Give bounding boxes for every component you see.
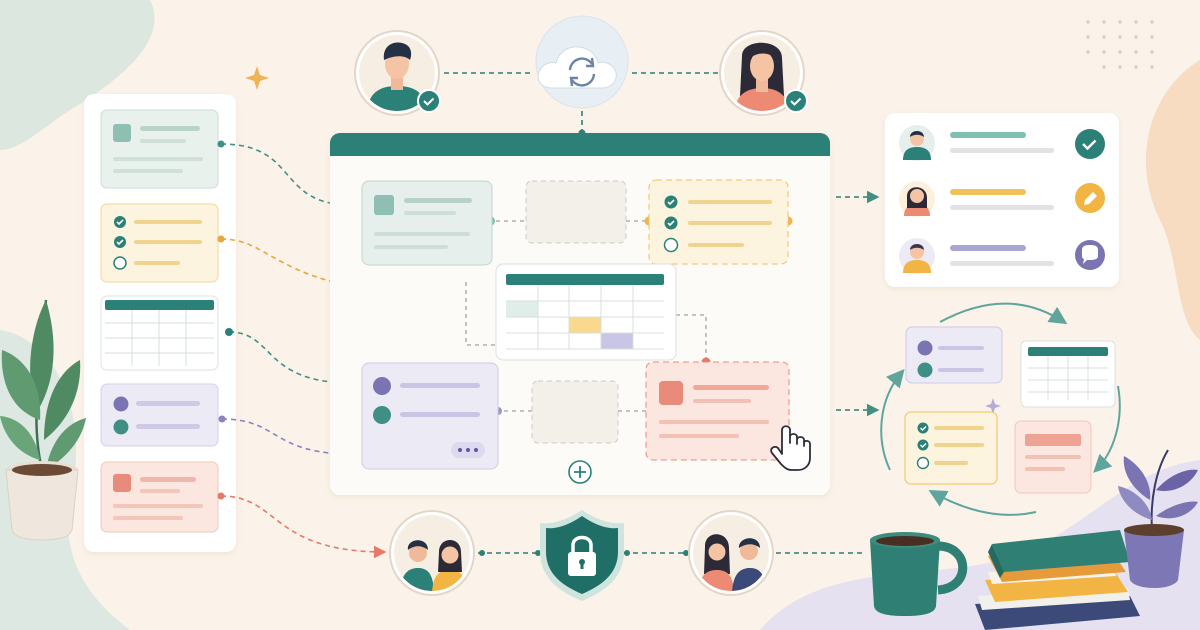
checklist-card[interactable] xyxy=(100,203,219,283)
activity-status-panel xyxy=(885,113,1119,287)
hand-pointer-icon xyxy=(770,425,811,471)
list-card[interactable] xyxy=(100,383,219,447)
coffee-mug-decor xyxy=(870,532,968,616)
status-row-editing xyxy=(899,181,1105,217)
sparkle-icon xyxy=(985,398,1001,414)
sparkle-icon xyxy=(245,66,269,90)
ellipsis-icon xyxy=(458,448,462,452)
connectors xyxy=(220,72,880,559)
board-table-card[interactable] xyxy=(495,263,677,361)
cycle-list-card[interactable] xyxy=(905,326,1003,384)
check-icon xyxy=(423,97,435,106)
note-card[interactable] xyxy=(100,109,219,189)
status-row-commenting xyxy=(899,238,1105,274)
board-list-card[interactable] xyxy=(361,362,499,470)
board-note-card[interactable] xyxy=(361,180,493,266)
board-text-card[interactable] xyxy=(645,361,790,461)
user-avatar-man xyxy=(354,30,441,116)
shared-workspace-board xyxy=(330,133,830,495)
team-avatar-group-left xyxy=(389,510,475,596)
iteration-cycle xyxy=(880,302,1121,516)
small-plant-decor xyxy=(1118,449,1198,588)
cloud-sync-icon xyxy=(535,15,629,109)
check-circle-icon[interactable] xyxy=(1075,129,1105,159)
shield-lock-icon xyxy=(540,510,624,601)
empty-slot[interactable] xyxy=(531,380,619,444)
status-row-approved xyxy=(899,125,1105,161)
cycle-text-card[interactable] xyxy=(1014,420,1092,494)
plus-icon xyxy=(574,466,586,478)
cycle-checklist-card[interactable] xyxy=(904,411,998,485)
book-stack-decor xyxy=(975,530,1140,630)
board-checklist-card[interactable] xyxy=(648,179,789,265)
cycle-table-card[interactable] xyxy=(1020,340,1116,408)
text-card[interactable] xyxy=(100,461,219,533)
potted-plant-decor xyxy=(0,299,86,541)
table-card[interactable] xyxy=(100,295,219,371)
team-avatar-group-right xyxy=(688,510,774,596)
add-card-button[interactable] xyxy=(568,460,592,484)
user-avatar-woman xyxy=(719,30,808,116)
check-icon xyxy=(790,97,802,106)
left-panel xyxy=(84,94,236,552)
empty-slot[interactable] xyxy=(525,180,627,244)
board-header xyxy=(330,133,830,156)
